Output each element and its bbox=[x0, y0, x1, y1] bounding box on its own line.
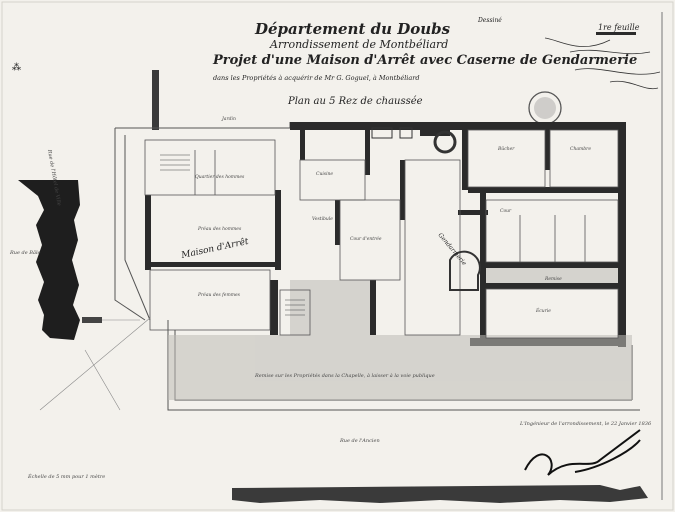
room-vestibule: Vestibule bbox=[312, 216, 333, 222]
stairs bbox=[160, 154, 305, 316]
room-jardin: Jardin bbox=[221, 116, 236, 122]
spiral-stair-top bbox=[433, 130, 457, 154]
bottom-dark-strip bbox=[232, 485, 648, 503]
left-label: Rue de Bâle bbox=[9, 249, 41, 256]
room-bucher: Bûcher bbox=[497, 145, 515, 152]
bottom-left-scale: Échelle de 5 mm pour 1 mètre bbox=[27, 472, 105, 480]
title-line1: Département du Doubs bbox=[254, 20, 451, 38]
room-remise: Remise bbox=[544, 276, 562, 282]
small-room-top-2 bbox=[399, 127, 413, 139]
scale-note: Plan au 5 Rez de chaussée bbox=[287, 96, 423, 107]
title-line4: dans les Propriétés à acquérir de Mr G. … bbox=[213, 74, 420, 82]
signature-note: L'Ingénieur de l'arrondissement, le 22 J… bbox=[519, 420, 652, 427]
interior-partitions bbox=[144, 129, 619, 339]
room-quartier-hommes: Quartier des hommes bbox=[195, 174, 245, 180]
adjacent-property-dark bbox=[18, 180, 80, 340]
right-notes bbox=[544, 37, 661, 90]
room-cuisine: Cuisine bbox=[316, 171, 333, 177]
room-preau-femmes: Préau des femmes bbox=[197, 291, 241, 298]
room-preau-hommes: Préau des hommes bbox=[197, 225, 242, 232]
title-line2: Arrondissement de Montbéliard bbox=[269, 38, 448, 51]
room-cour: Cour bbox=[500, 208, 512, 214]
construction-lines bbox=[39, 317, 151, 411]
left-corner-mark: ⁂ bbox=[12, 62, 21, 73]
left-street-wall bbox=[152, 70, 159, 130]
corner-note: Dessiné bbox=[477, 17, 502, 24]
title-line3: Projet d'une Maison d'Arrêt avec Caserne… bbox=[212, 53, 637, 68]
small-room-top bbox=[371, 127, 393, 139]
left-marker bbox=[82, 317, 102, 323]
signature bbox=[524, 429, 641, 476]
sheet-number: 1re feuille bbox=[598, 23, 640, 32]
spiral-stair-right bbox=[449, 250, 481, 291]
lower-caption: Remise sur les Propriétés dans la Chapel… bbox=[254, 372, 435, 379]
room-cour-entree: Cour d'entrée bbox=[350, 235, 382, 242]
bottom-street: Rue de l'Ancien bbox=[339, 438, 380, 444]
seal-center bbox=[534, 97, 556, 119]
room-chambre: Chambre bbox=[570, 146, 591, 152]
wash-areas bbox=[168, 268, 632, 400]
sheet-underline bbox=[596, 32, 636, 35]
room-ecurie: Écurie bbox=[535, 306, 551, 314]
